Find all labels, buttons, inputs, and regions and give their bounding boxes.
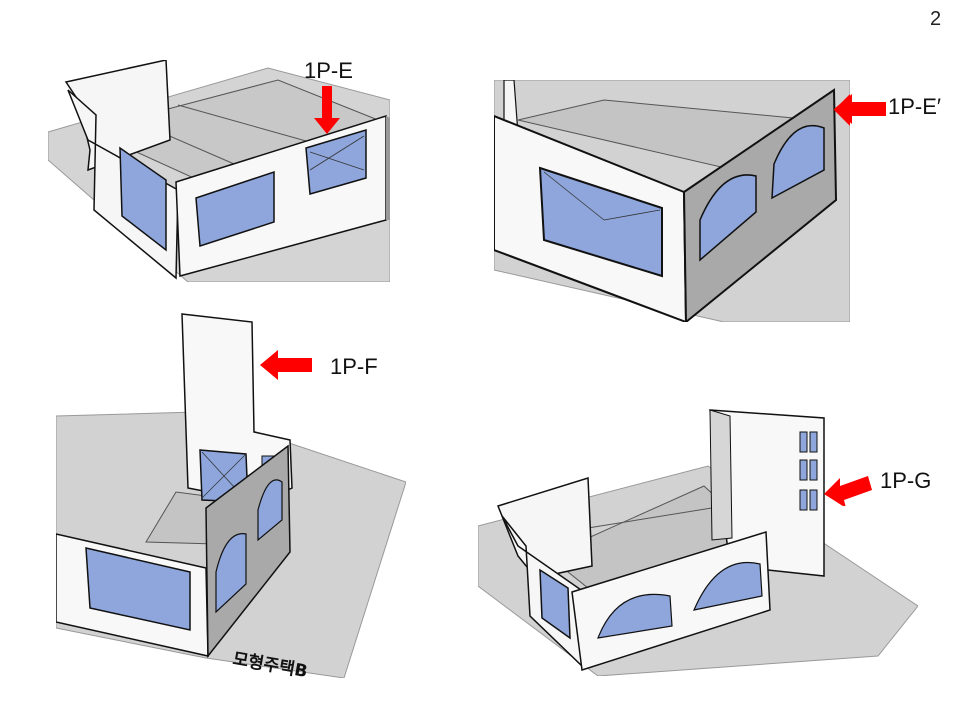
window-large: [538, 166, 663, 278]
arch-left: [699, 174, 757, 262]
tower-window-6: [809, 489, 818, 511]
tower-window-3: [799, 459, 808, 481]
arrow-left-icon-2: [834, 94, 886, 124]
step-label-1p-f: 1P-F: [330, 354, 378, 379]
step-label-1p-e: 1P-E: [304, 58, 353, 83]
arch-right: [771, 124, 825, 200]
window-left: [539, 568, 571, 640]
window-front-2: [305, 128, 367, 195]
arch-right: [692, 562, 763, 611]
model-view-1p-e: [48, 60, 390, 282]
window-front-1: [195, 170, 275, 248]
arch-right: [257, 479, 283, 542]
page-number: 2: [930, 8, 942, 30]
model-view-1p-e-prime: [494, 80, 850, 322]
arrow-down-icon: [314, 86, 340, 134]
window-front: [85, 547, 191, 631]
tower-window-2: [809, 431, 818, 453]
arrow-left-icon-3: [260, 350, 312, 380]
left-wall: [497, 476, 593, 579]
window-left: [119, 146, 167, 252]
arrow-left-icon-4: [824, 476, 872, 506]
step-label-1p-e-prime: 1P-E′: [888, 94, 942, 119]
tower-window-5: [799, 489, 808, 511]
arch-left: [215, 533, 247, 614]
arched-front-wall: [571, 530, 771, 671]
model-view-1p-g: [478, 409, 918, 676]
arch-left: [597, 593, 673, 639]
tower-window-1: [799, 431, 808, 453]
step-label-1p-g: 1P-G: [880, 468, 932, 493]
tower-window-4: [809, 459, 818, 481]
model-view-1p-f: 모형주택B: [56, 313, 406, 678]
